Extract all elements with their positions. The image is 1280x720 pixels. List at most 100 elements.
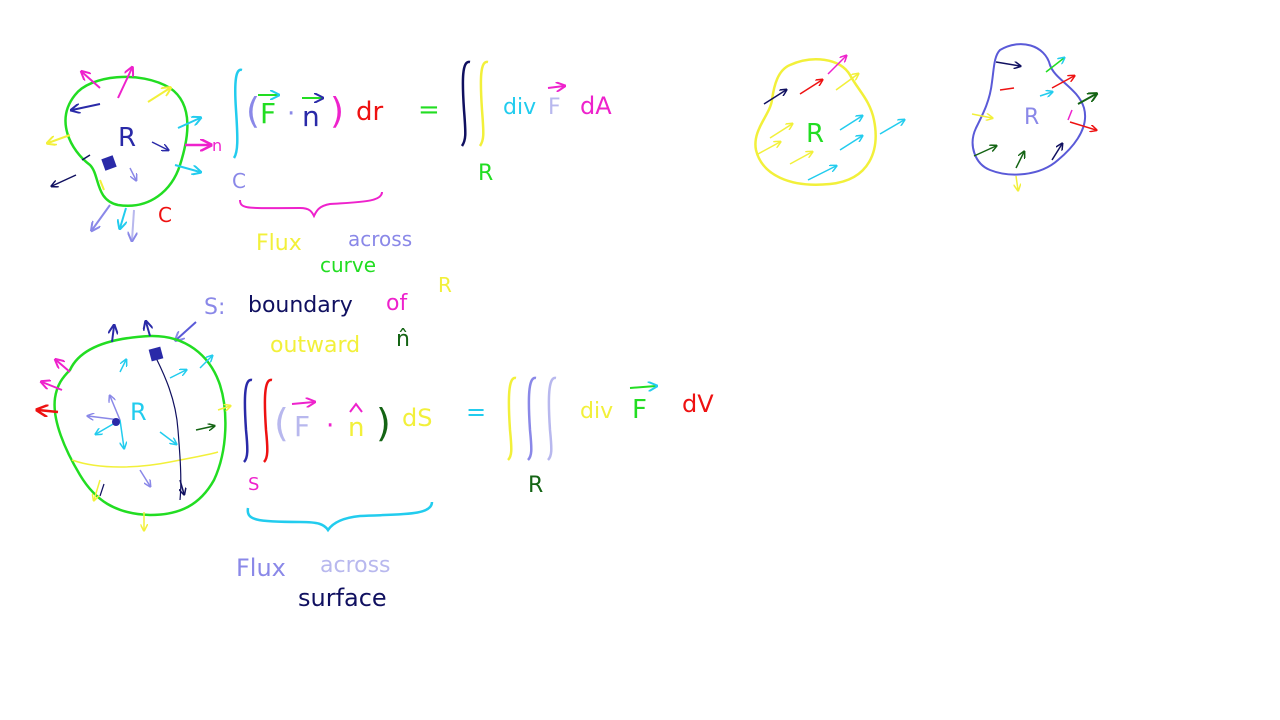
lhs-n-b: n xyxy=(348,413,364,443)
lhs-dot-b: · xyxy=(326,411,334,441)
volume-integral-sign-2 xyxy=(527,376,537,461)
s-prefix: S: xyxy=(204,295,225,320)
field-arrow xyxy=(1015,152,1024,169)
lhs-dr: dr xyxy=(356,97,384,127)
rhs-dV: dV xyxy=(682,390,714,418)
yellow-region-boundary xyxy=(754,58,877,186)
volume-integral-sign-3 xyxy=(547,376,557,461)
flux-arrow xyxy=(99,179,105,191)
interior-arrow xyxy=(139,469,150,486)
interior-arrow xyxy=(99,483,105,497)
blue-region-label: R xyxy=(1024,105,1039,130)
n-hat: n̂ xyxy=(396,327,410,352)
solid-region-label: R xyxy=(130,398,147,426)
line-integral-sign xyxy=(232,68,243,159)
rhs-F-b: F xyxy=(632,395,647,425)
field-arrow xyxy=(1016,175,1018,190)
lhs-open-paren-b: ( xyxy=(274,401,289,445)
surface-patch xyxy=(148,346,164,362)
normal-arrow xyxy=(112,326,114,343)
rhs-div-b: div xyxy=(580,399,613,424)
flux-arrow xyxy=(92,204,111,230)
normal-arrow xyxy=(195,426,214,430)
double-integral-sign-2 xyxy=(478,60,489,147)
field-arrow xyxy=(839,116,862,131)
brace-caption-surface: surface xyxy=(298,584,387,612)
flux-arrow xyxy=(81,154,91,161)
outward-word: outward xyxy=(270,333,360,358)
normal-arrow xyxy=(42,382,63,391)
flux-arrow xyxy=(82,72,101,89)
hat-n-b xyxy=(349,402,363,413)
vector-arrow-F-rhs xyxy=(547,86,564,88)
top-equation: C ( F · n ) dr = R div F dA Flux across … xyxy=(232,60,612,277)
lhs-open-paren: ( xyxy=(246,91,260,132)
blue-region-boundary xyxy=(971,43,1087,176)
rhs-dA: dA xyxy=(580,92,612,120)
lhs-close-paren: ) xyxy=(330,91,344,132)
equals-sign-b: = xyxy=(466,398,486,426)
normal-arrow xyxy=(217,406,230,410)
field-arrow xyxy=(973,146,996,157)
flux-arrow xyxy=(117,68,132,99)
curly-brace-top xyxy=(239,191,383,219)
vector-arrow-F-b xyxy=(291,402,314,404)
flux-arrow xyxy=(120,207,126,228)
normal-arrow xyxy=(146,322,150,337)
equator-curve xyxy=(71,451,219,468)
brace-caption-flux: Flux xyxy=(256,231,302,256)
field-arrow xyxy=(995,61,1020,66)
rhs-lower-limit: R xyxy=(478,161,493,186)
lhs-dot: · xyxy=(287,99,295,129)
field-arrow xyxy=(999,87,1015,91)
flux-arrow xyxy=(177,118,200,129)
region-word: R xyxy=(438,273,452,297)
normal-arrow xyxy=(199,356,212,369)
interior-arrow xyxy=(169,370,186,379)
rhs-F: F xyxy=(548,95,561,120)
interior-arrow xyxy=(180,479,184,494)
brace-caption-curve: curve xyxy=(320,253,376,277)
lhs-F: F xyxy=(260,97,276,130)
lhs-lower-limit: C xyxy=(232,169,246,193)
field-arrow xyxy=(971,114,992,118)
brace-caption-across-b: across xyxy=(320,553,391,578)
surface-s xyxy=(53,334,227,517)
field-arrow xyxy=(1069,121,1096,130)
region-r-label: R xyxy=(118,123,136,153)
normal-arrow xyxy=(38,410,59,412)
interior-arrow xyxy=(119,360,126,373)
curve-c-label: C xyxy=(158,203,172,227)
boundary-word: boundary xyxy=(248,293,353,318)
field-arrow xyxy=(1051,144,1062,161)
field-arrow xyxy=(799,80,822,95)
rhs-div: div xyxy=(503,95,536,120)
flux-arrow xyxy=(174,164,200,172)
flux-arrow xyxy=(72,103,101,110)
field-arrow xyxy=(827,56,846,75)
blue-region-diagram: R xyxy=(971,43,1096,190)
volume-integral-sign-1 xyxy=(507,376,517,461)
field-arrow xyxy=(835,74,858,91)
top-region-diagram: R C n xyxy=(48,68,222,240)
flux-arrow xyxy=(129,167,136,180)
flux-arrow xyxy=(48,134,71,143)
field-arrow xyxy=(763,90,786,105)
interior-arrow xyxy=(119,419,124,448)
flux-arrow xyxy=(147,88,170,103)
double-integral-sign-1 xyxy=(460,60,471,147)
meridian-curve xyxy=(151,349,182,501)
field-arrow xyxy=(769,124,792,139)
field-arrow xyxy=(1039,92,1052,96)
field-arrow xyxy=(879,120,904,135)
field-arrow xyxy=(807,166,836,181)
normal-arrow xyxy=(94,479,101,500)
flux-arrow xyxy=(151,141,168,150)
interior-arrow xyxy=(159,431,176,444)
field-arrow xyxy=(1067,109,1073,121)
lhs-lower-limit-s: S xyxy=(248,474,259,495)
vector-arrow-F-rhs-b xyxy=(629,386,656,388)
small-patch xyxy=(101,155,117,171)
surface-integral-sign-1 xyxy=(243,378,253,463)
